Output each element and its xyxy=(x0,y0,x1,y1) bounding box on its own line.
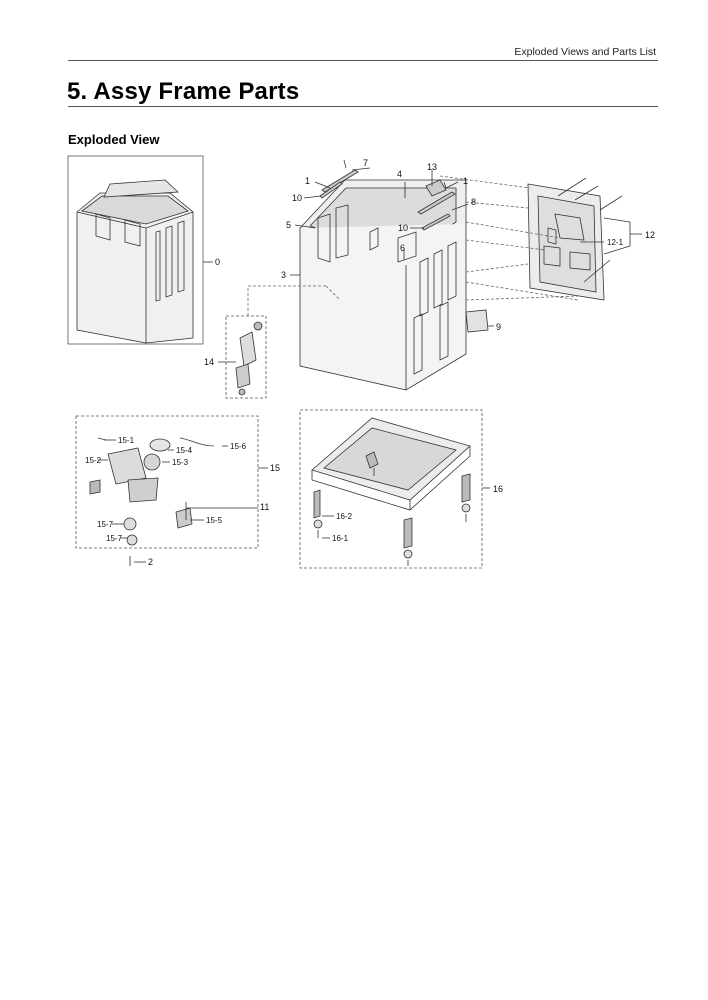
callout-15-2: 15-2 xyxy=(85,456,102,465)
callout-15-5: 15-5 xyxy=(206,516,223,525)
callout-13: 13 xyxy=(427,162,437,172)
callout-1-left: 1 xyxy=(305,176,310,186)
pump-box xyxy=(75,415,259,549)
pump-parts xyxy=(89,437,215,566)
assembled-view-frame xyxy=(67,155,204,345)
callout-5: 5 xyxy=(286,220,291,230)
callout-16-2: 16-2 xyxy=(336,512,353,521)
callout-1-right: 1 xyxy=(463,176,468,186)
hose-box xyxy=(225,315,267,399)
callout-10-left: 10 xyxy=(292,193,302,203)
callout-8: 8 xyxy=(471,197,476,207)
section-subtitle: Exploded View xyxy=(68,132,160,147)
callout-9: 9 xyxy=(496,322,501,332)
title-rule xyxy=(68,106,658,107)
assembled-cabinet xyxy=(76,179,194,344)
callout-10-right: 10 xyxy=(398,223,408,233)
back-panel xyxy=(527,177,623,301)
callout-12: 12 xyxy=(645,230,655,240)
leaders-main xyxy=(290,167,469,276)
callout-15-4: 15-4 xyxy=(176,446,193,455)
callout-2: 2 xyxy=(148,557,153,567)
cover-9 xyxy=(465,309,489,333)
callout-7: 7 xyxy=(363,158,368,168)
callout-16: 16 xyxy=(493,484,503,494)
leaders-base xyxy=(322,487,490,539)
callout-15: 15 xyxy=(270,463,280,473)
base-frame xyxy=(311,417,471,566)
callout-15-6: 15-6 xyxy=(230,442,247,451)
main-cabinet xyxy=(299,179,467,391)
callout-15-7-lower: 15-7 xyxy=(106,534,123,543)
callout-15-7-upper: 15-7 xyxy=(97,520,114,529)
callout-15-3: 15-3 xyxy=(172,458,189,467)
back-panel-dashes xyxy=(439,175,579,301)
top-bar-parts xyxy=(319,159,456,231)
callout-12-1: 12-1 xyxy=(607,238,624,247)
callout-15-1: 15-1 xyxy=(118,436,135,445)
base-box xyxy=(299,409,483,569)
callout-16-1: 16-1 xyxy=(332,534,349,543)
callout-3: 3 xyxy=(281,270,286,280)
callout-0: 0 xyxy=(215,257,220,267)
hose-parts xyxy=(235,321,263,396)
callout-6: 6 xyxy=(400,243,405,253)
callout-4: 4 xyxy=(397,169,402,179)
header-section-title: Exploded Views and Parts List xyxy=(514,46,656,58)
callout-14: 14 xyxy=(204,357,214,367)
header-rule xyxy=(68,60,658,61)
leaders-back xyxy=(580,217,642,255)
callout-11: 11 xyxy=(260,502,269,512)
hose-dashes xyxy=(247,285,341,316)
page-title: 5. Assy Frame Parts xyxy=(67,78,300,105)
leaders-pump xyxy=(98,439,268,563)
